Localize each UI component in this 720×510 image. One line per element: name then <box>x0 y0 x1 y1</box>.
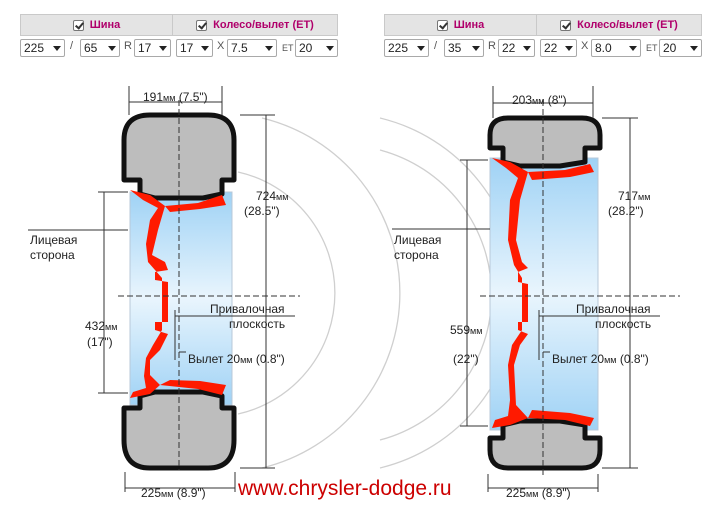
mount-plane-label-1: Привалочная <box>210 302 285 316</box>
rim-diameter-inch-label: (22") <box>453 352 479 366</box>
r-label: R <box>488 40 496 52</box>
tire-rim-select[interactable]: 22 <box>498 39 535 57</box>
et-select[interactable]: 20 <box>659 39 702 57</box>
dropdown-arrow-icon <box>472 46 480 51</box>
face-side-label-1: Лицевая <box>394 233 441 247</box>
diameter-label: 724мм <box>256 189 288 203</box>
dropdown-arrow-icon <box>159 46 167 51</box>
rim-diameter-label: 432мм <box>85 319 117 333</box>
wheel-width-select[interactable]: 8.0 <box>591 39 641 57</box>
inner-arc <box>379 149 493 441</box>
face-side-label-2: сторона <box>394 248 439 262</box>
diameter-label: 717мм <box>618 189 650 203</box>
tire-top <box>487 115 603 169</box>
inner-arc <box>237 171 336 415</box>
left-tire-toggle[interactable]: Шина <box>20 14 173 36</box>
wheel-width-select[interactable]: 7.5 <box>227 39 277 57</box>
left-wheel-toggle[interactable]: Колесо/вылет (ET) <box>173 14 338 36</box>
rim-flange-bottom <box>528 410 594 426</box>
r-label: R <box>124 40 132 52</box>
rim-profile <box>130 190 168 398</box>
dropdown-arrow-icon <box>690 46 698 51</box>
right-tire-toggle[interactable]: Шина <box>384 14 537 36</box>
right-wheel-toggle[interactable]: Колесо/вылет (ET) <box>537 14 702 36</box>
diameter-inch-label: (28.2") <box>608 204 644 218</box>
mount-plane-label-2: плоскость <box>229 317 285 331</box>
rim-profile <box>492 158 528 428</box>
left-select-row: 225 / 65 R 17 17 X 7.5 ET 20 <box>20 39 338 59</box>
diameter-inch-label: (28.5") <box>244 204 280 218</box>
dropdown-arrow-icon <box>108 46 116 51</box>
dropdown-arrow-icon <box>417 46 425 51</box>
rim-diameter-inch-label: (17") <box>87 335 113 349</box>
tire-profile-select[interactable]: 35 <box>444 39 484 57</box>
wheel-label: Колесо/вылет (ET) <box>213 19 314 31</box>
slash-separator: / <box>434 40 438 52</box>
right-wheel-panel: Шина Колесо/вылет (ET) 225 / 35 R 22 22 … <box>379 0 720 510</box>
et-select[interactable]: 20 <box>295 39 338 57</box>
offset-label: Вылет 20мм (0.8") <box>552 352 649 366</box>
et-label: ET <box>646 43 658 53</box>
left-wheel-panel: Шина Колесо/вылет (ET) 225 / 65 R 17 17 … <box>0 0 401 510</box>
face-side-label-1: Лицевая <box>30 233 77 247</box>
rim-diameter-label: 559мм <box>450 323 482 337</box>
right-select-row: 225 / 35 R 22 22 X 8.0 ET 20 <box>384 39 702 59</box>
rim-flange-top <box>528 164 594 180</box>
outer-arc <box>261 117 401 469</box>
top-dimension-label: 191мм (7.5") <box>143 90 208 104</box>
bottom-dimension-label: 225мм (8.9") <box>141 486 206 500</box>
dropdown-arrow-icon <box>326 46 334 51</box>
et-label: ET <box>282 43 294 53</box>
x-label: X <box>217 40 225 52</box>
dropdown-arrow-icon <box>265 46 273 51</box>
x-label: X <box>581 40 589 52</box>
rim-flange-top <box>165 195 226 212</box>
dropdown-arrow-icon <box>565 46 573 51</box>
left-header: Шина Колесо/вылет (ET) <box>20 14 338 36</box>
left-wheel-diagram: 191мм (7.5") 724мм (28.5") 432мм (17") Л… <box>28 86 401 500</box>
site-url-footer[interactable]: www.chrysler-dodge.ru <box>238 477 452 500</box>
tire-label: Шина <box>89 19 121 31</box>
offset-label: Вылет 20мм (0.8") <box>188 352 285 366</box>
right-header: Шина Колесо/вылет (ET) <box>384 14 702 36</box>
wheel-diameter-select[interactable]: 17 <box>176 39 213 57</box>
mount-plane-label-2: плоскость <box>595 317 651 331</box>
tire-label: Шина <box>453 19 485 31</box>
dropdown-arrow-icon <box>201 46 209 51</box>
top-dimension-label: 203мм (8") <box>512 93 567 107</box>
checkbox-icon[interactable] <box>196 19 208 31</box>
dropdown-arrow-icon <box>523 46 531 51</box>
slash-separator: / <box>70 40 74 52</box>
bottom-dimension-label: 225мм (8.9") <box>506 486 571 500</box>
wheel-label: Колесо/вылет (ET) <box>577 19 678 31</box>
dropdown-arrow-icon <box>629 46 637 51</box>
rim-body <box>489 157 599 431</box>
checkbox-icon[interactable] <box>72 19 84 31</box>
face-side-label-2: сторона <box>30 248 75 262</box>
tire-width-select[interactable]: 225 <box>20 39 65 57</box>
checkbox-icon[interactable] <box>560 19 572 31</box>
tire-width-select[interactable]: 225 <box>384 39 429 57</box>
tire-profile-select[interactable]: 65 <box>80 39 120 57</box>
right-wheel-diagram: 203мм (8") 717мм (28.2") 559мм (22") Лиц… <box>379 86 680 500</box>
tire-bottom <box>487 418 603 471</box>
rim-flange-bottom <box>160 380 226 395</box>
mount-plane-label-1: Привалочная <box>576 302 651 316</box>
dropdown-arrow-icon <box>53 46 61 51</box>
wheel-diameter-select[interactable]: 22 <box>540 39 577 57</box>
tire-rim-select[interactable]: 17 <box>134 39 171 57</box>
checkbox-icon[interactable] <box>436 19 448 31</box>
